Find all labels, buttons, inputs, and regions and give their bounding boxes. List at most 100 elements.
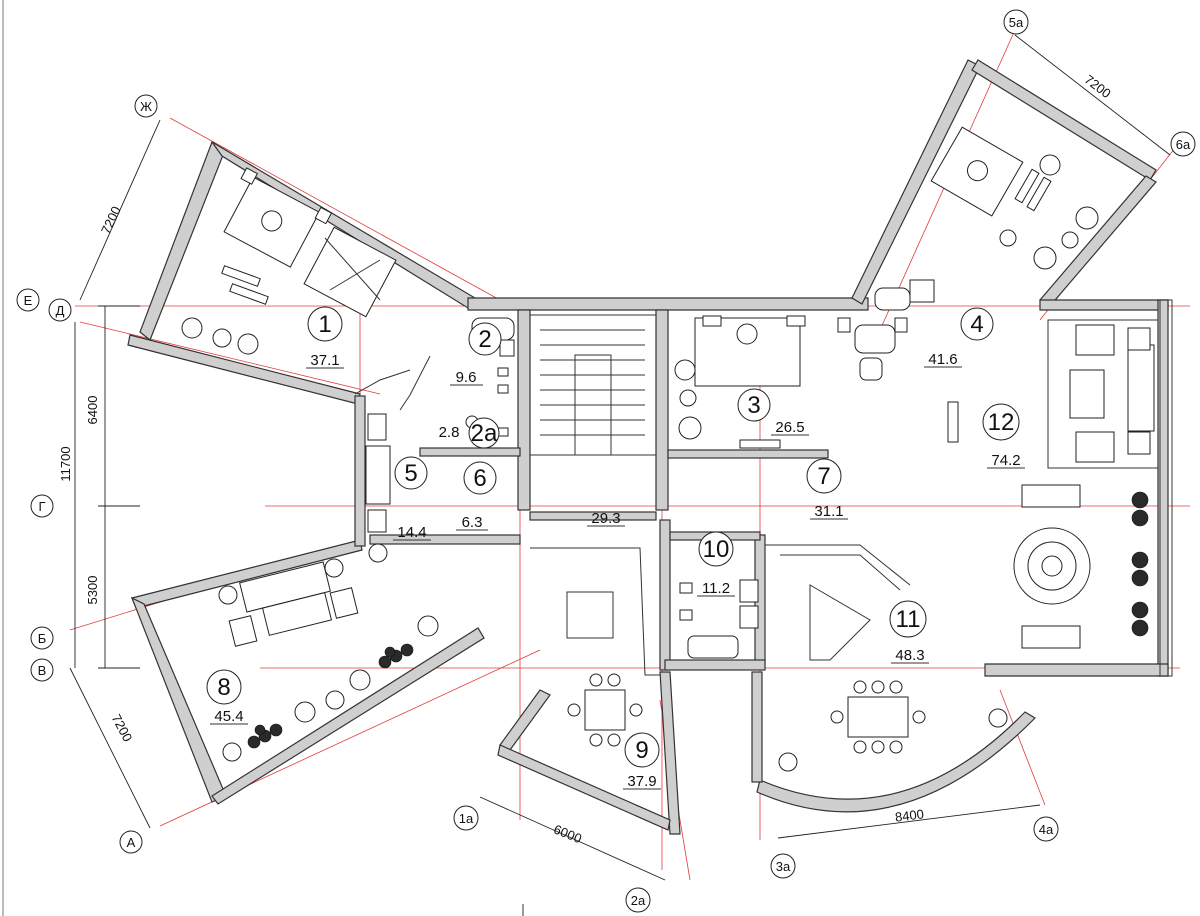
axis-marker-v: В — [30, 658, 54, 682]
dimension-lines — [69, 34, 1171, 881]
axis-marker-5a: 5а — [1003, 9, 1029, 35]
wall-room4-right — [1039, 175, 1157, 307]
svg-text:Е: Е — [24, 293, 33, 308]
svg-text:6.3: 6.3 — [462, 514, 483, 531]
svg-text:12: 12 — [988, 409, 1015, 436]
svg-text:Ж: Ж — [140, 99, 152, 114]
svg-text:2.8: 2.8 — [439, 424, 460, 441]
svg-text:Д: Д — [56, 303, 65, 318]
svg-text:37.1: 37.1 — [310, 352, 339, 369]
wall-room12-top — [1039, 299, 1169, 311]
svg-text:6: 6 — [473, 465, 486, 492]
wall-room5 — [354, 395, 366, 547]
svg-text:А: А — [127, 835, 136, 850]
axis-marker-4a: 4а — [1033, 816, 1059, 842]
dim-seg-5300: 5300 — [85, 576, 100, 605]
svg-text:26.5: 26.5 — [775, 419, 804, 436]
wall-room11-bottom — [984, 663, 1169, 677]
axis-marker-b: Б — [30, 626, 54, 650]
svg-text:4а: 4а — [1039, 822, 1054, 837]
svg-text:Г: Г — [38, 499, 45, 514]
room-10: 10 11.2 — [697, 531, 735, 597]
svg-text:11.2: 11.2 — [702, 580, 730, 597]
room-8: 845.4 — [206, 669, 248, 725]
axis-marker-g: Г — [30, 494, 54, 518]
svg-text:2: 2 — [478, 326, 491, 353]
room-1: 137.1 — [306, 306, 344, 369]
interior-lines — [354, 299, 1173, 677]
plant-room8 — [247, 643, 414, 749]
plant-room12 — [1131, 491, 1149, 637]
wall-room11-curve — [756, 711, 1036, 813]
svg-text:29.3: 29.3 — [591, 510, 620, 527]
dim-bottom-6000: 6000 — [551, 821, 583, 846]
svg-text:3: 3 — [747, 392, 760, 419]
svg-text:7: 7 — [817, 463, 830, 490]
wall-room8-left — [130, 596, 227, 803]
wall-core-top — [467, 297, 869, 311]
wall-room1 — [139, 141, 226, 341]
svg-text:5: 5 — [404, 460, 417, 487]
svg-text:9: 9 — [635, 737, 648, 764]
wall-room9-left — [499, 689, 551, 751]
dim-total-11700: 11700 — [58, 446, 73, 481]
wall-room5-bottom — [369, 534, 521, 545]
axis-marker-2a: 2а — [625, 887, 651, 913]
axis-marker-e: Е — [16, 288, 40, 312]
svg-text:1: 1 — [318, 311, 331, 338]
room-labels: 137.1 29.6 2а2.8 326.5 441.6 514.4 66.3 … — [206, 306, 1025, 790]
svg-text:14.4: 14.4 — [397, 524, 426, 541]
svg-text:9.6: 9.6 — [456, 369, 477, 386]
wall-stair-right — [655, 309, 669, 511]
bed-room1 — [223, 167, 333, 268]
dim-bottom-8400: 8400 — [894, 806, 925, 824]
room-4: 441.6 — [924, 307, 994, 368]
wall-room3-bottom — [667, 449, 829, 459]
svg-text:3а: 3а — [776, 859, 791, 874]
svg-text:1а: 1а — [459, 811, 474, 826]
svg-text:2а: 2а — [631, 893, 646, 908]
wall-room8-bottom — [211, 627, 485, 805]
room-5: 514.4 — [393, 456, 431, 541]
svg-text:5а: 5а — [1009, 15, 1024, 30]
svg-text:8: 8 — [217, 674, 230, 701]
wall-room10-bottom — [664, 659, 766, 671]
svg-text:10: 10 — [703, 536, 730, 563]
svg-text:31.1: 31.1 — [814, 503, 843, 520]
svg-text:В: В — [38, 663, 47, 678]
svg-text:6а: 6а — [1176, 137, 1191, 152]
room-3: 326.5 — [737, 388, 809, 436]
svg-text:45.4: 45.4 — [214, 708, 243, 725]
room-2a: 2а 2.8 — [439, 417, 500, 449]
wall-stair-bottom — [529, 511, 657, 521]
axis-marker-zh: Ж — [134, 94, 158, 118]
wall-room10-left — [659, 519, 671, 671]
room-9: 937.9 — [623, 732, 661, 790]
dim-seg-6400: 6400 — [85, 396, 100, 425]
axis-marker-3a: 3а — [770, 853, 796, 879]
dim-left-top-7200: 7200 — [98, 204, 124, 237]
axis-marker-6a: 6а — [1170, 131, 1196, 157]
axis-marker-d: Д — [48, 298, 72, 322]
axis-marker-a: А — [119, 830, 143, 854]
room-7: 731.1 — [806, 458, 848, 520]
room-6: 66.3 — [456, 461, 497, 531]
furniture — [181, 126, 1155, 772]
room-12: 12 74.2 — [982, 403, 1025, 469]
wall-room11-west — [751, 671, 763, 783]
dim-top-right-7200: 7200 — [1082, 72, 1114, 101]
walls — [127, 59, 1169, 835]
wall-stair-left — [517, 309, 531, 511]
axis-marker-1a: 1а — [453, 805, 479, 831]
svg-text:Б: Б — [38, 631, 47, 646]
wall-room9-right — [659, 671, 681, 835]
svg-text:74.2: 74.2 — [991, 452, 1020, 469]
svg-text:11: 11 — [896, 606, 921, 633]
svg-text:2а: 2а — [471, 420, 498, 447]
dim-left-bottom-7200: 7200 — [109, 712, 136, 745]
axis-markers: Ж Е Д Г Б В А 1а 2а 3а 4а 5а 6а — [16, 9, 1196, 913]
svg-text:41.6: 41.6 — [928, 351, 957, 368]
room-stair: 29.3 — [587, 510, 625, 527]
wall-room9-bottom — [497, 744, 671, 831]
